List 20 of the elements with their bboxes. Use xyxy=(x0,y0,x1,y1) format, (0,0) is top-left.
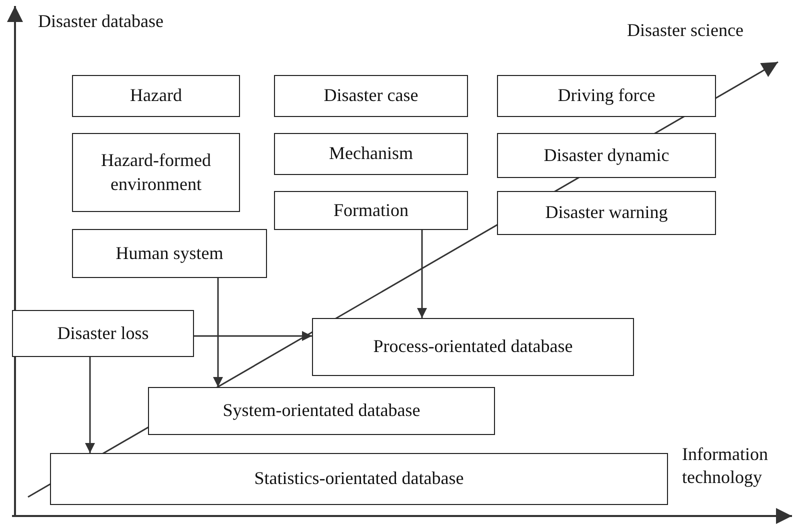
arrow xyxy=(417,230,427,318)
concept-box: Disaster case xyxy=(274,75,468,117)
concept-box: Human system xyxy=(72,229,267,278)
concept-box: Disaster warning xyxy=(497,191,716,235)
concept-box: Mechanism xyxy=(274,133,468,175)
axis-label: Information technology xyxy=(682,443,769,490)
concept-box: Hazard xyxy=(72,75,240,117)
concept-box: Driving force xyxy=(497,75,716,117)
axis-label: Disaster science xyxy=(627,19,744,42)
concept-box: Formation xyxy=(274,191,468,230)
axis-label: Disaster database xyxy=(38,10,164,33)
database-box: Statistics-orientated database xyxy=(50,453,668,505)
concept-box: Hazard-formed environment xyxy=(72,133,240,212)
arrow xyxy=(213,278,223,387)
concept-box: Disaster loss xyxy=(12,310,194,357)
database-box: System-orientated database xyxy=(148,387,495,435)
arrow xyxy=(85,357,95,453)
database-box: Process-orientated database xyxy=(312,318,634,376)
arrow xyxy=(194,331,312,341)
concept-box: Disaster dynamic xyxy=(497,133,716,178)
